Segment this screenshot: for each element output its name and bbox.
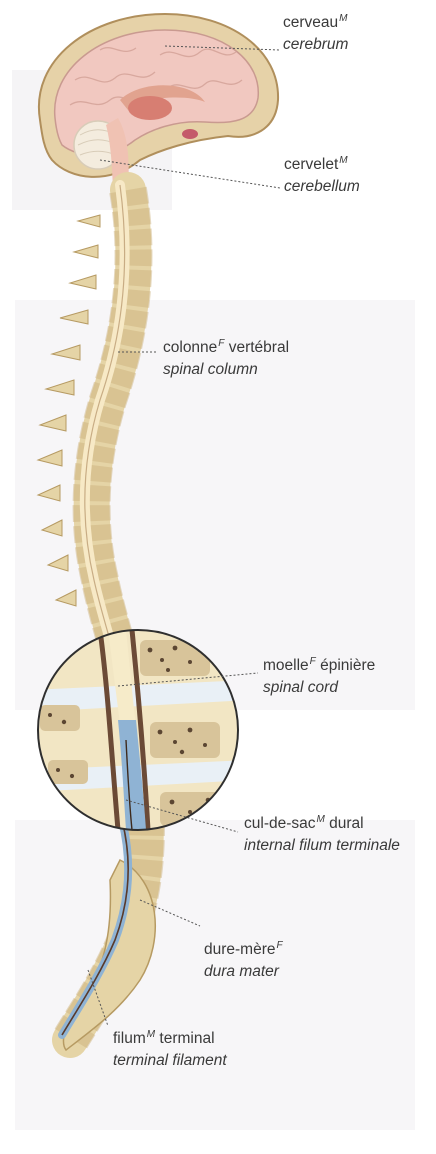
label-spinal-cord-fr: moelle [263, 657, 309, 674]
label-spinal-cord: moelleF épinière spinal cord [263, 651, 375, 699]
thalamus [128, 96, 172, 120]
label-cerebrum-fr: cerveau [283, 14, 338, 31]
label-terminal-filament-en: terminal filament [113, 1050, 227, 1072]
label-terminal-filament-fr-suffix: terminal [159, 1030, 214, 1047]
label-spinal-cord-en: spinal cord [263, 677, 375, 699]
label-cerebellum-fr: cervelet [284, 156, 338, 173]
label-dura-mater-en: dura mater [204, 961, 283, 983]
label-cerebrum-en: cerebrum [283, 34, 348, 56]
label-cul-de-sac-fr: cul-de-sac [244, 815, 316, 832]
label-terminal-filament: filumM terminal terminal filament [113, 1024, 227, 1072]
label-cul-de-sac-en: internal filum terminale [244, 835, 400, 857]
label-spinal-column-gender: F [218, 338, 224, 349]
label-terminal-filament-fr: filum [113, 1030, 146, 1047]
label-cerebrum: cerveauM cerebrum [283, 8, 348, 56]
label-spinal-cord-gender: F [310, 656, 316, 667]
label-spinal-column-en: spinal column [163, 359, 289, 381]
label-terminal-filament-gender: M [147, 1029, 155, 1040]
pituitary [182, 129, 198, 139]
label-dura-mater-gender: F [277, 940, 283, 951]
label-spinal-column-fr: colonne [163, 339, 217, 356]
label-cerebellum: cerveletM cerebellum [284, 150, 360, 198]
label-cerebrum-gender: M [339, 13, 347, 24]
label-cul-de-sac-gender: M [317, 814, 325, 825]
label-dura-mater: dure-mèreF dura mater [204, 935, 283, 983]
label-cerebellum-en: cerebellum [284, 176, 360, 198]
label-cul-de-sac-fr-suffix: dural [329, 815, 363, 832]
label-spinal-cord-fr-suffix: épinière [320, 657, 375, 674]
label-spinal-column: colonneF vertébral spinal column [163, 333, 289, 381]
label-dura-mater-fr: dure-mère [204, 941, 276, 958]
label-spinal-column-fr-suffix: vertébral [229, 339, 289, 356]
label-cul-de-sac: cul-de-sacM dural internal filum termina… [244, 809, 400, 857]
label-cerebellum-gender: M [339, 155, 347, 166]
